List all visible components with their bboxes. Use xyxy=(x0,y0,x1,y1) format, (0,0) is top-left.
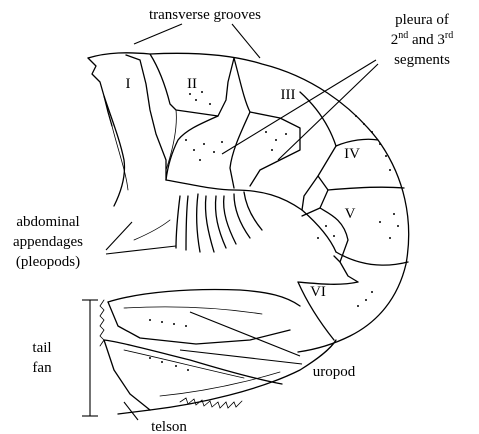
segment-label-1: I xyxy=(126,76,131,92)
segment-numerals: I II III IV V VI xyxy=(126,76,361,300)
annotation-labels: transverse grooves pleura of 2nd and 3rd… xyxy=(13,7,453,434)
label-abdominal-line3: (pleopods) xyxy=(16,254,80,270)
label-tail-fan-line2: fan xyxy=(32,360,52,376)
label-transverse-grooves: transverse grooves xyxy=(149,7,261,23)
segment-label-2: II xyxy=(187,76,197,92)
segment-label-3: III xyxy=(281,87,296,103)
label-tail-fan-line1: tail xyxy=(32,340,51,356)
label-telson: telson xyxy=(151,419,187,434)
segment-label-4: IV xyxy=(344,146,360,162)
label-pleura-line3: segments xyxy=(394,52,450,68)
segment-boundaries xyxy=(126,54,408,340)
label-pleura-line2: 2nd and 3rd xyxy=(391,30,454,48)
segment-label-6: VI xyxy=(310,284,326,300)
pleopods xyxy=(134,192,262,252)
label-abdominal-line2: appendages xyxy=(13,234,83,250)
label-pleura-line1: pleura of xyxy=(395,12,449,28)
label-uropod: uropod xyxy=(313,364,356,380)
label-abdominal-line1: abdominal xyxy=(16,214,79,230)
segment-label-5: V xyxy=(345,206,356,222)
